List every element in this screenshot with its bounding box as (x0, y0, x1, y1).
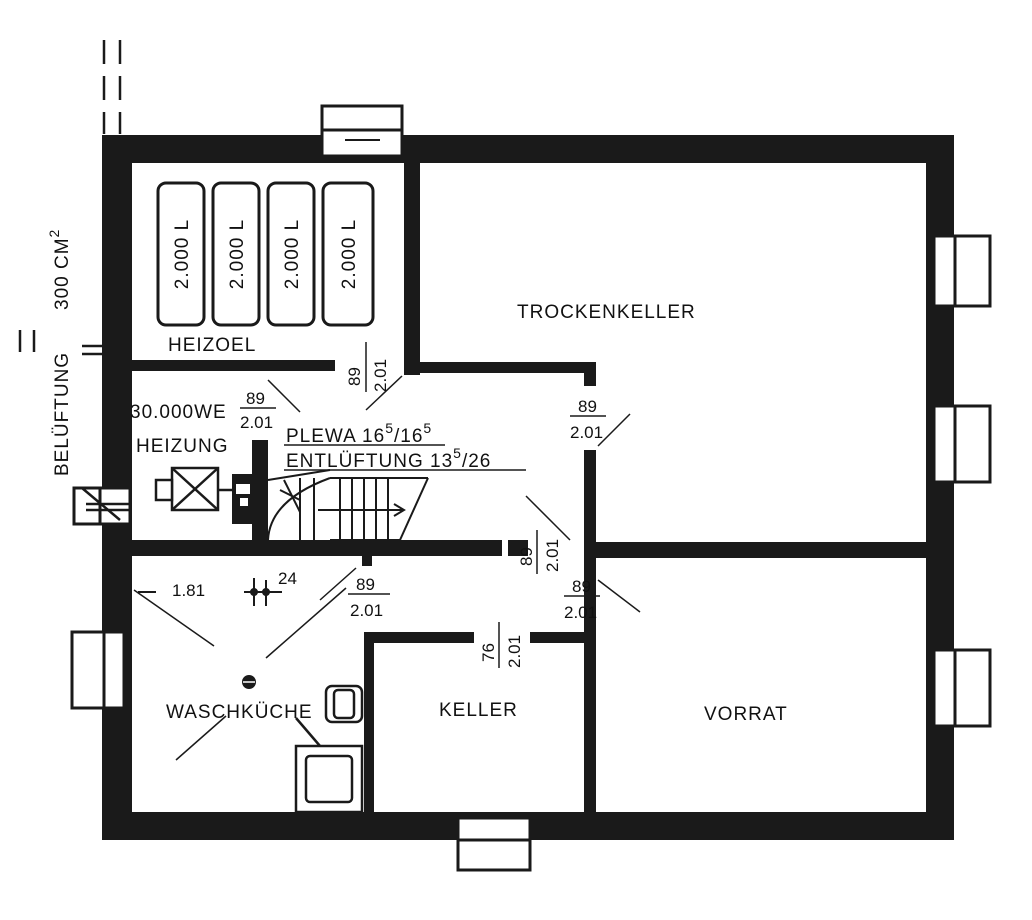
oil-tank-labels: 2.000 L 2.000 L 2.000 L 2.000 L (172, 219, 360, 289)
room-label-heizung: HEIZUNG (136, 436, 229, 457)
door-dim-vorrat: 89 2.01 (564, 577, 600, 622)
door-width: 89 (345, 367, 364, 386)
window-right-3 (932, 648, 992, 728)
door-dim-heizoel: 89 2.01 (345, 342, 390, 392)
interior-walls (130, 160, 928, 814)
door-dim-wasch: 89 2.01 (348, 575, 390, 620)
floor-drain (242, 675, 256, 689)
window-right-2 (932, 404, 992, 484)
door-dim-flur: 89 2.01 (517, 530, 562, 574)
door-dim-heizung: 89 2.01 (240, 389, 276, 432)
door-width: 76 (479, 643, 498, 662)
oil-tank-4 (321, 181, 375, 327)
room-label-waschkueche: WASCHKÜCHE (166, 702, 313, 723)
oil-tank-1 (156, 181, 206, 327)
heating-power-label: 30.000WE (130, 402, 227, 423)
oil-tank-label: 2.000 L (227, 219, 248, 289)
washing-machine-symbol (294, 717, 364, 814)
door-width: 89 (356, 575, 375, 594)
room-label-heizoel: HEIZOEL (168, 335, 256, 356)
vent-duct-lines (18, 40, 132, 521)
door-dim-keller: 76 2.01 (479, 622, 524, 668)
boiler-symbol (154, 466, 232, 512)
staircase (267, 469, 429, 541)
door-width: 89 (578, 397, 597, 416)
room-label-vorrat: VORRAT (704, 704, 788, 725)
door-height: 2.01 (564, 603, 597, 622)
door-width: 89 (517, 547, 536, 566)
door-height: 2.01 (350, 601, 383, 620)
windows (70, 104, 992, 872)
door-height: 2.01 (240, 413, 273, 432)
dimension-marker (138, 578, 282, 606)
door-height: 2.01 (570, 423, 603, 442)
door-swings (133, 375, 641, 761)
door-height: 2.01 (371, 359, 390, 392)
door-height: 2.01 (505, 635, 524, 668)
door-width: 89 (572, 577, 591, 596)
oil-tank-label: 2.000 L (172, 219, 193, 289)
room-label-keller: KELLER (439, 700, 518, 721)
room-label-trockenkeller: TROCKENKELLER (517, 302, 696, 323)
dimension-24: 24 (278, 569, 297, 588)
window-right-1 (932, 234, 992, 308)
sink-symbol (324, 684, 364, 724)
belueftung-size-label: 300 CM2 (46, 229, 73, 310)
chimney-symbol (236, 484, 250, 506)
door-width: 89 (246, 389, 265, 408)
entlueftung-label: ENTLÜFTUNG 135/26 (286, 445, 491, 472)
oil-tank-2 (211, 181, 261, 327)
wall-top (102, 135, 954, 163)
plewa-label: PLEWA 165/165 (286, 420, 432, 447)
window-bottom (456, 816, 532, 872)
door-dim-trocken: 89 2.01 (570, 397, 606, 442)
dimension-1-81: 1.81 (172, 581, 205, 600)
oil-tank-3 (266, 181, 316, 327)
oil-tank-label: 2.000 L (339, 219, 360, 289)
oil-tank-label: 2.000 L (282, 219, 303, 289)
oil-tanks (156, 181, 375, 327)
belueftung-label: BELÜFTUNG (52, 352, 73, 476)
window-left-1 (70, 630, 126, 710)
door-height: 2.01 (543, 539, 562, 572)
